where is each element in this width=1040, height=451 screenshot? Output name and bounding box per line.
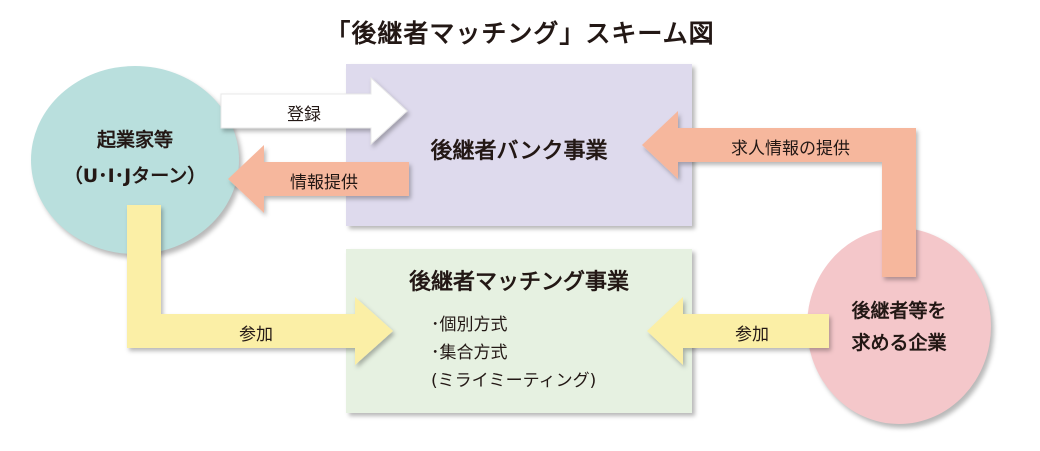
register-arrow [220, 76, 408, 146]
bank-box-label: 後継者バンク事業 [430, 139, 608, 164]
register-arrow-label: 登録 [287, 105, 321, 125]
job-info-arrow [642, 111, 916, 277]
company-sub-label: 求める企業 [851, 332, 947, 354]
successor-matching-box [346, 249, 692, 413]
join-left-arrow-label: 参加 [239, 325, 273, 345]
info-provision-arrow [228, 145, 409, 213]
info-provision-arrow-label: 情報提供 [290, 173, 358, 193]
successor-bank-box [346, 64, 692, 226]
join-right-arrow [647, 297, 829, 365]
diagram-title: 「後継者マッチング」スキーム図 [325, 19, 715, 48]
job-info-arrow-label: 求人情報の提供 [731, 139, 850, 159]
join-left-arrow [127, 205, 393, 365]
company-label: 後継者等を [851, 300, 947, 322]
matching-item-individual: ･個別方式 [431, 315, 508, 335]
matching-box-label: 後継者マッチング事業 [408, 270, 629, 295]
matching-item-mirai-meeting: (ミライミーティング) [431, 371, 597, 391]
entrepreneur-sub-label: （U･I･Jターン） [63, 165, 207, 187]
matching-item-group: ･集合方式 [431, 343, 508, 363]
join-right-arrow-label: 参加 [735, 325, 769, 345]
entrepreneur-label: 起業家等 [96, 129, 173, 151]
